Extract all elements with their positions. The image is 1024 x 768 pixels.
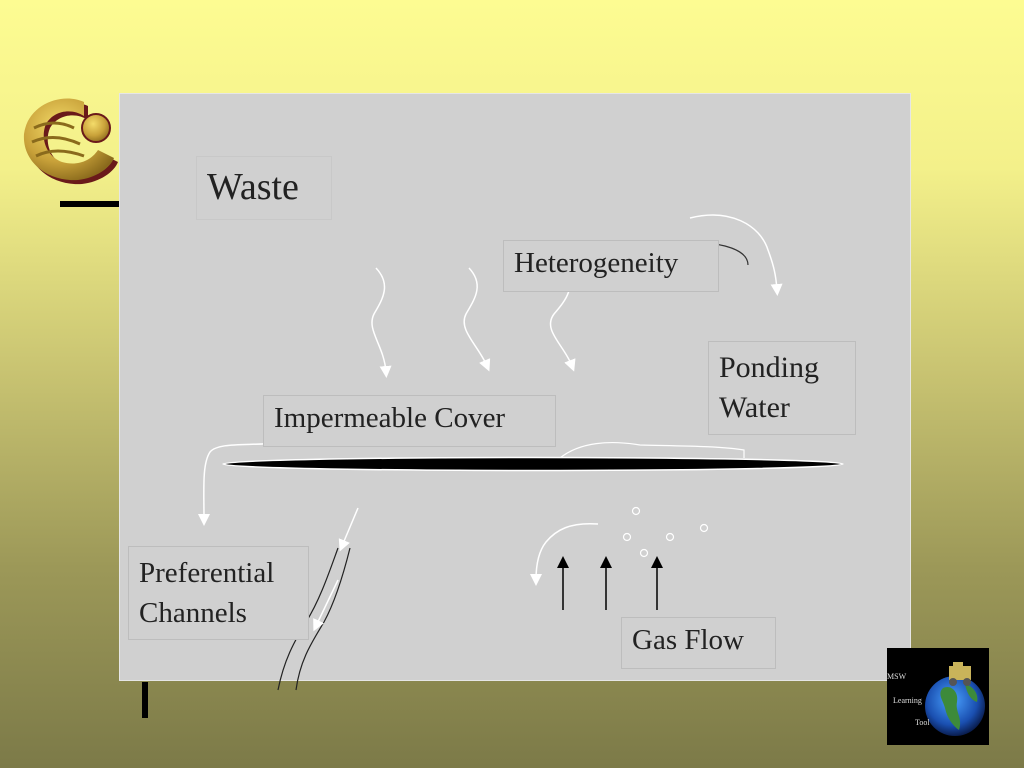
badge-line-2: Learning xyxy=(893,696,922,705)
globe-icon xyxy=(925,662,985,736)
heterogeneity-label: Heterogeneity xyxy=(503,240,719,292)
badge-line-1: MSW xyxy=(887,672,907,681)
decorative-rule-vertical xyxy=(142,682,148,718)
university-logo xyxy=(23,98,118,185)
preferential-channels-label: Preferential Channels xyxy=(128,546,309,640)
gas-flow-label: Gas Flow xyxy=(621,617,776,669)
badge-line-3: Tool xyxy=(915,718,930,727)
ponding-water-label: Ponding Water xyxy=(708,341,856,435)
msw-learning-tool-badge: MSW Learning Tool xyxy=(887,648,989,745)
waste-label: Waste xyxy=(196,156,332,220)
impermeable-cover-label: Impermeable Cover xyxy=(263,395,556,447)
decorative-rule-horizontal xyxy=(60,201,122,207)
